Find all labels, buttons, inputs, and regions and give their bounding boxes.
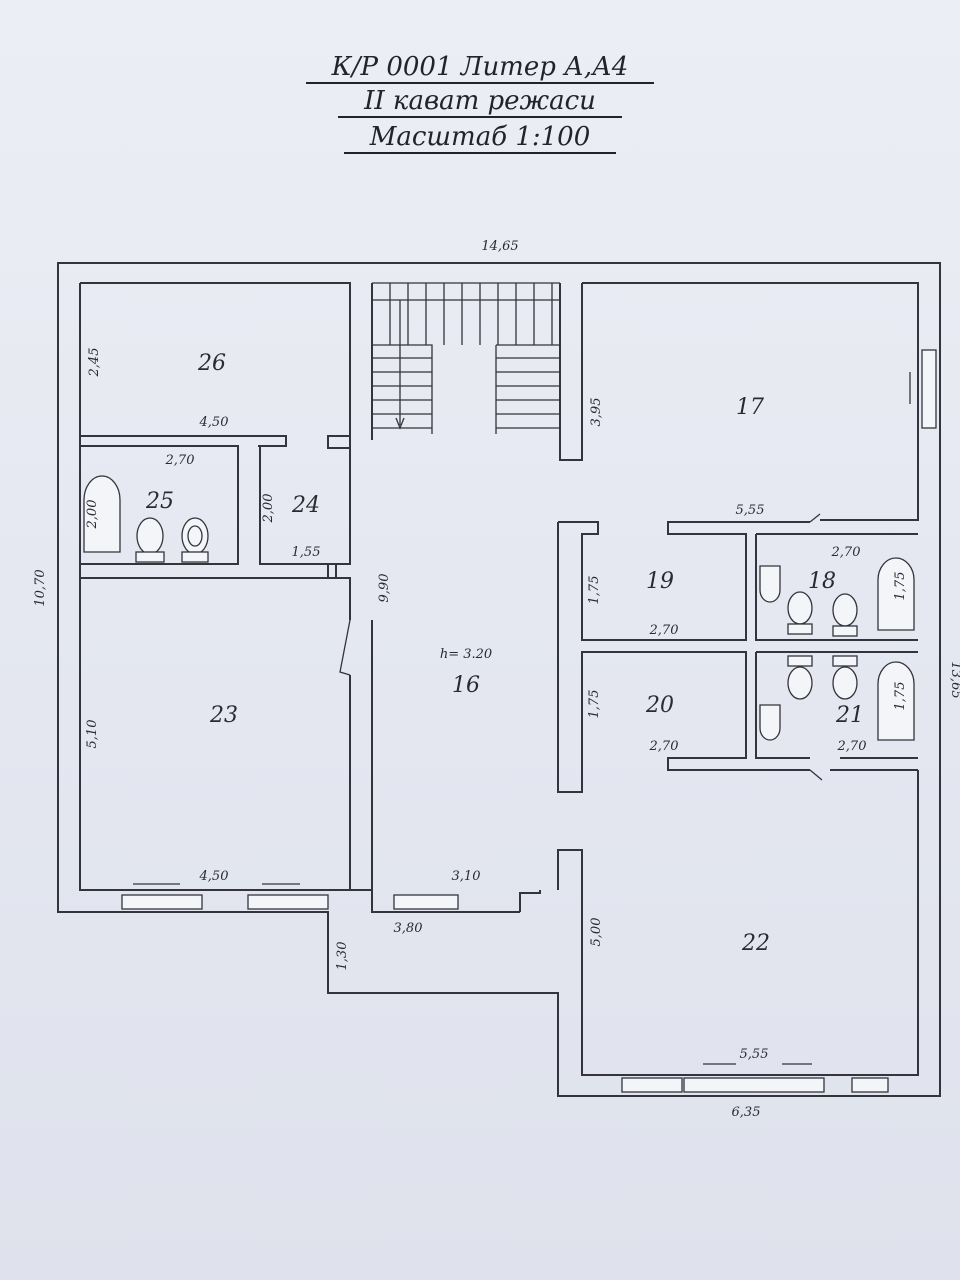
dim-r23-width: 4,50: [199, 869, 229, 884]
dim-r18-height: 1,75: [893, 572, 908, 601]
dim-r22-height: 5,00: [589, 918, 604, 947]
dim-r26-height: 2,45: [87, 348, 102, 378]
dim-r25-width: 2,70: [165, 453, 195, 468]
dim-r17-height: 3,95: [589, 398, 604, 427]
dim-overall-height-right: 13,65: [948, 661, 960, 698]
room-label-21: 21: [835, 703, 864, 728]
room-label-22: 22: [741, 931, 770, 956]
dim-r17-width: 5,55: [736, 503, 765, 518]
dimension-labels: 14,65 10,70 13,65 4,50 2,45 2,70 2,00 1,…: [33, 239, 960, 1120]
dim-r19-height: 1,75: [587, 576, 602, 605]
room-labels: 26 25 24 23 16 17 19 18 20 21 22: [145, 351, 864, 956]
dim-r24-width: 1,55: [292, 545, 321, 560]
plan-title-line1: К/Р 0001 Литер А,А4: [0, 52, 960, 84]
dim-r21-width: 2,70: [837, 739, 867, 754]
dim-overall-width: 14,65: [481, 239, 518, 254]
plan-title-line2: II кават режаси: [0, 86, 960, 118]
dim-r20-height: 1,75: [587, 690, 602, 719]
dim-r22-bottom: 6,35: [732, 1105, 761, 1120]
dim-r23-height: 5,10: [85, 720, 100, 749]
room-label-23: 23: [209, 703, 238, 728]
sanitary-fixtures: [83, 475, 915, 741]
dim-r22-width: 5,55: [740, 1047, 769, 1062]
dim-overall-height-left: 10,70: [33, 569, 48, 606]
interior-walls: [80, 283, 918, 913]
room-label-20: 20: [645, 693, 674, 718]
dim-r16-ceiling: h= 3.20: [440, 647, 492, 662]
dim-r21-height: 1,75: [893, 682, 908, 711]
dim-r18-width: 2,70: [831, 545, 861, 560]
plan-title-line3: Масштаб 1:100: [0, 122, 960, 154]
room-label-18: 18: [808, 569, 836, 594]
dim-r16-height: 9,90: [377, 574, 392, 603]
room-label-16: 16: [452, 673, 480, 698]
dim-r20-width: 2,70: [649, 739, 679, 754]
dim-r16-width: 3,10: [452, 869, 481, 884]
room-label-17: 17: [736, 395, 764, 420]
dim-r25-height: 2,00: [85, 500, 100, 530]
room-label-19: 19: [646, 569, 674, 594]
room-label-24: 24: [291, 493, 320, 518]
room-label-26: 26: [197, 351, 226, 376]
dim-bay-width: 3,80: [394, 921, 423, 936]
dim-r26-width: 4,50: [199, 415, 229, 430]
dim-r24-height: 2,00: [261, 494, 276, 524]
dim-r19-width: 2,70: [649, 623, 679, 638]
dim-bay-height: 1,30: [335, 942, 350, 971]
staircase: [372, 282, 560, 434]
room-label-25: 25: [145, 489, 174, 514]
windows: [121, 349, 937, 1093]
